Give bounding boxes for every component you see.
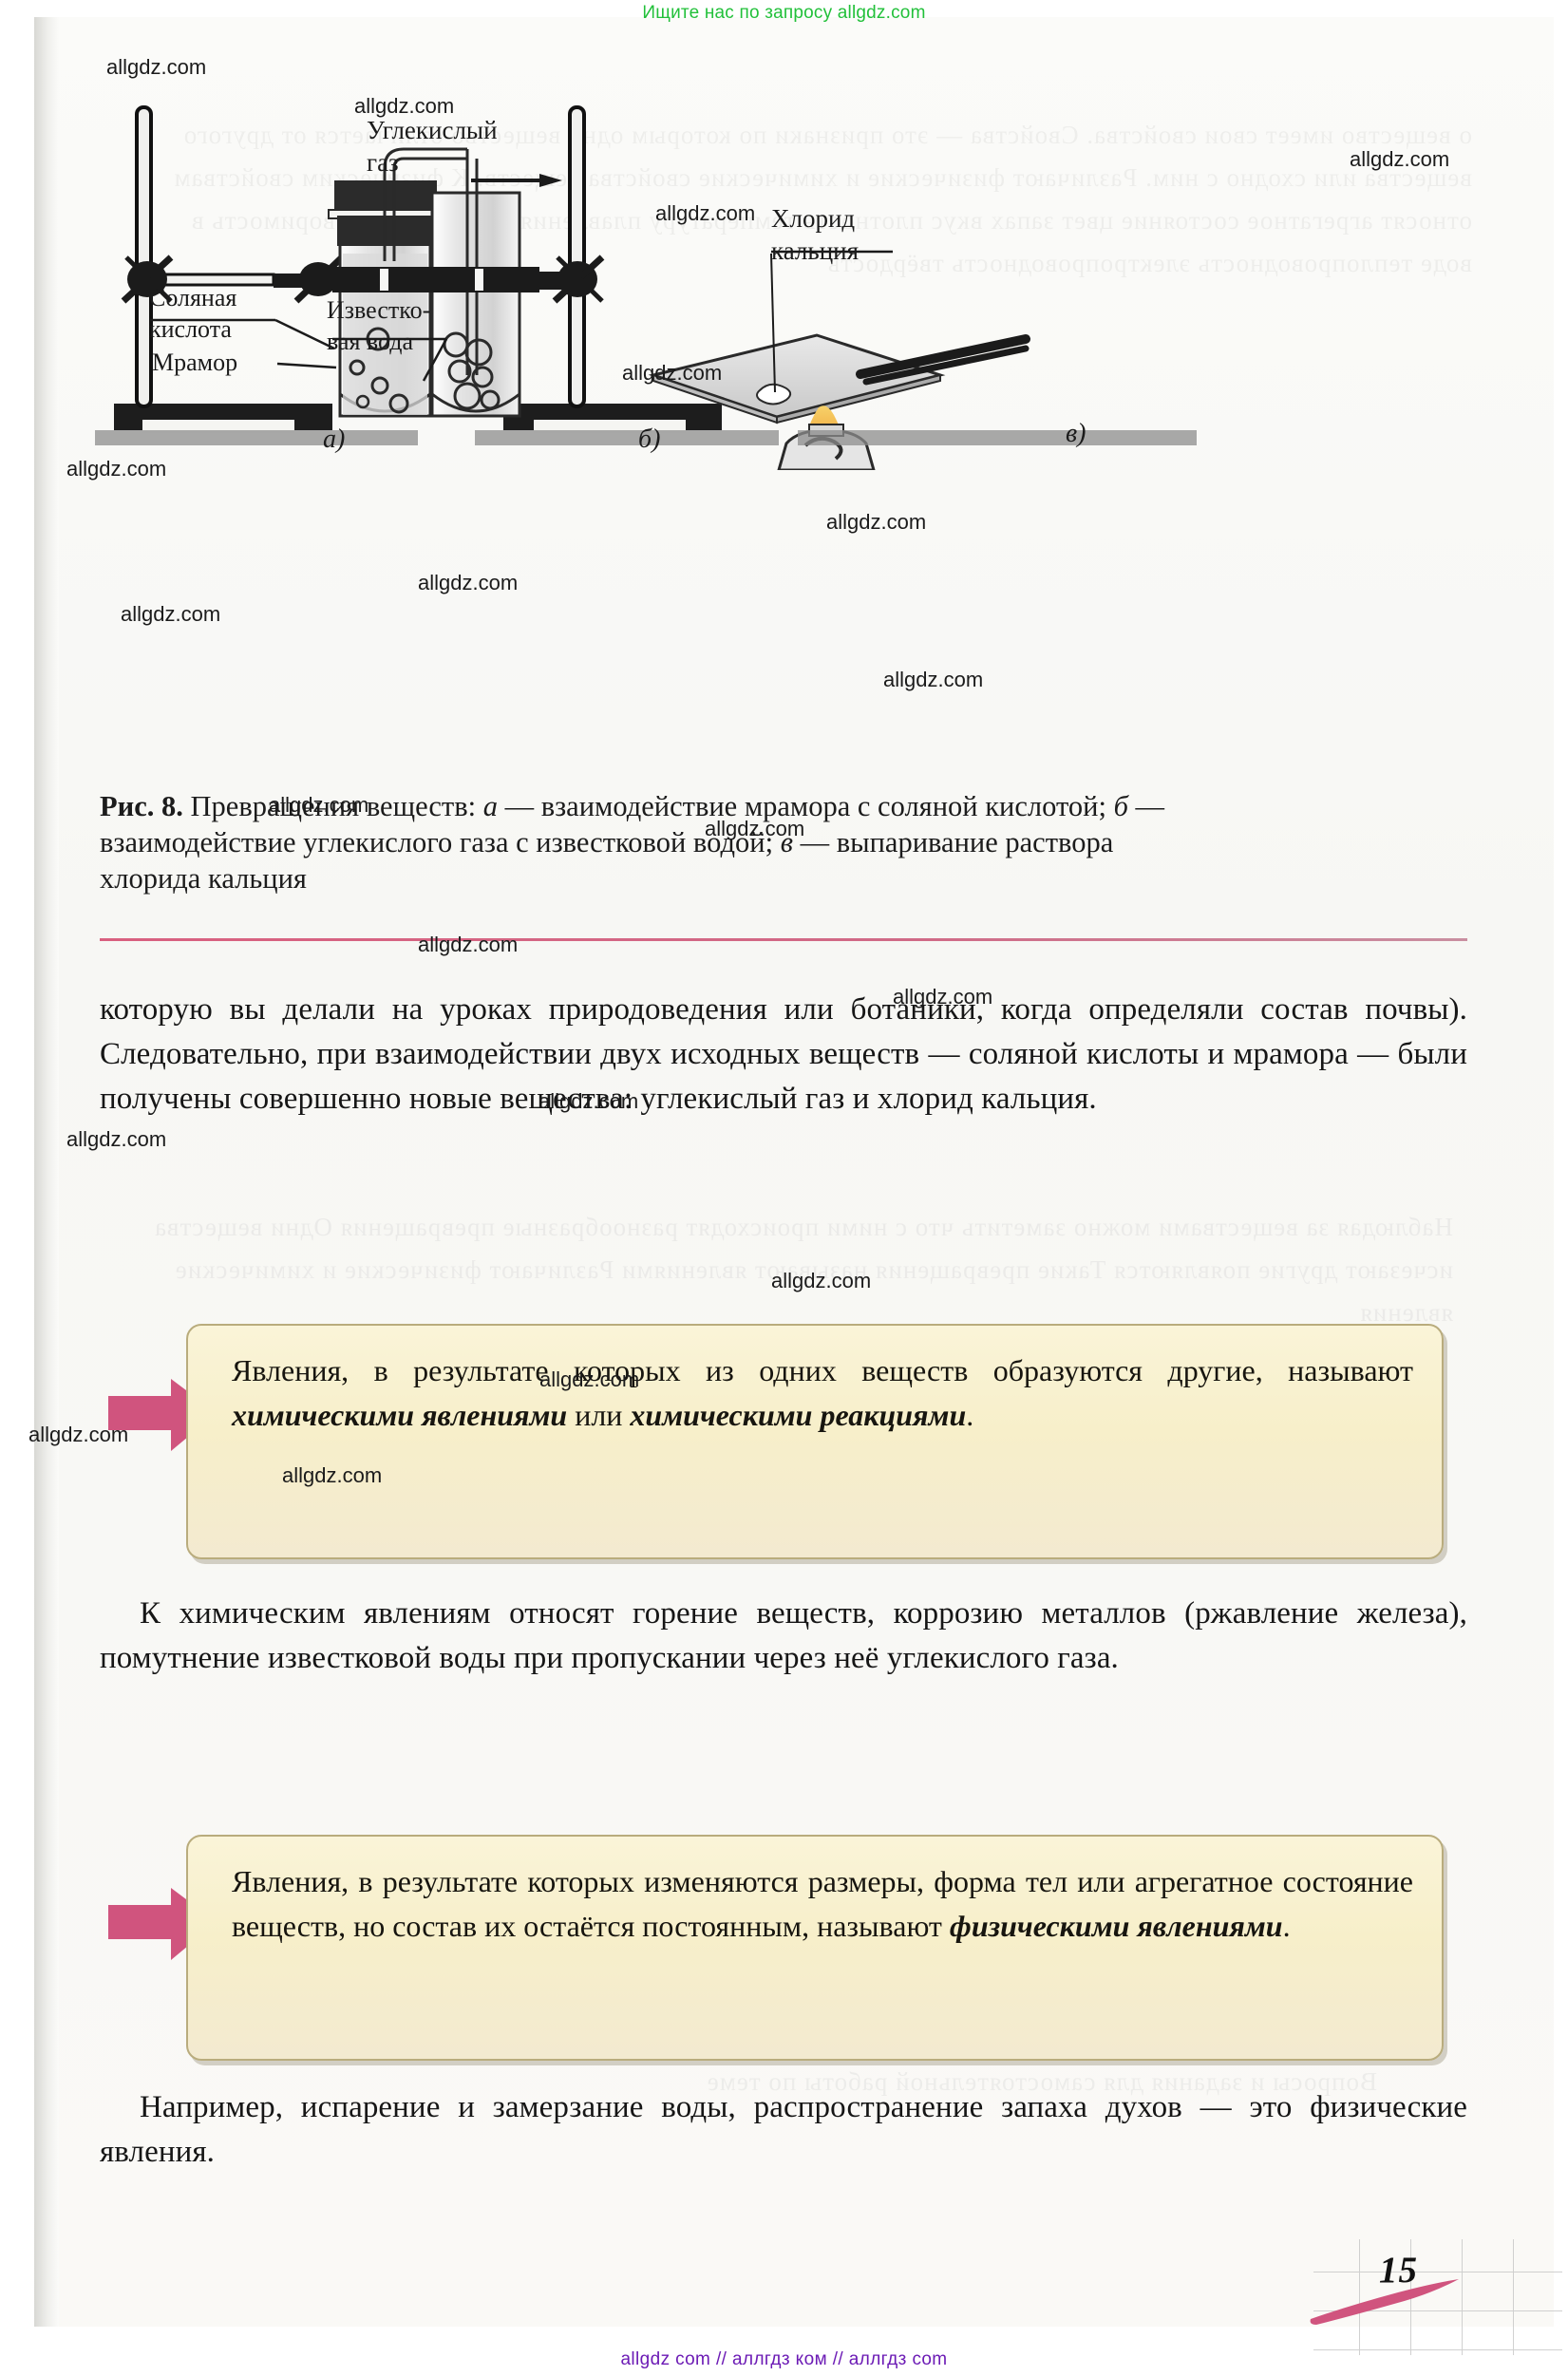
- part-label-b: б): [638, 424, 661, 454]
- definition-callout-chemical: Явления, в результате которых из одних в…: [186, 1324, 1444, 1559]
- apparatus-svg: [95, 105, 1197, 472]
- definition-callout-physical: Явления, в результате которых изменяются…: [186, 1835, 1444, 2061]
- caption-part-a: а: [482, 790, 498, 822]
- part-label-v: в): [1066, 419, 1086, 448]
- pink-swoosh-decoration: [1310, 2279, 1459, 2325]
- caption-text-1: Превращения веществ:: [182, 790, 483, 822]
- paragraph-chemical-examples: К химическим явлениям относят горение ве…: [100, 1596, 1467, 1675]
- label-hydrochloric-acid: Соляная кислота: [149, 284, 237, 343]
- definition-text-physical: Явления, в результате которых изменяются…: [232, 1859, 1413, 1949]
- paragraph-intro: которую вы делали на уроках природоведен…: [100, 992, 1467, 1116]
- callout1-lead: Явления, в результате которых из одних в…: [232, 1353, 1413, 1387]
- label-carbon-dioxide: Углекислый газ: [367, 116, 498, 177]
- section-divider-rule: [100, 938, 1467, 941]
- label-calcium-chloride: Хлорид кальция: [771, 204, 860, 265]
- bottom-promo-banner: allgdz com // аллгдз ком // аллгдз com: [620, 2349, 948, 2369]
- page-number-grid-decoration: [1313, 2239, 1562, 2355]
- paragraph-physical-examples: Например, испарение и замерзание воды, р…: [100, 2090, 1467, 2169]
- page-gutter-shadow: [34, 17, 59, 2327]
- label-limewater: Известко- вая вода: [327, 296, 431, 355]
- top-promo-banner: Ищите нас по запросу allgdz.com: [642, 3, 926, 23]
- caption-part-b: б: [1113, 790, 1128, 822]
- label-marble: Мрамор: [152, 349, 238, 376]
- caption-part-v: в: [780, 826, 793, 858]
- callout2-emphasis-1: физическими явлениями: [949, 1909, 1283, 1943]
- callout1-emphasis-1: химическими явлениями: [232, 1398, 568, 1432]
- page-number: 15: [1379, 2250, 1418, 2291]
- callout2-lead: Явления, в результате которых изменяются…: [232, 1864, 1413, 1943]
- caption-text-2: — взаимодействие мрамора с соляной кисло…: [497, 790, 1114, 822]
- definition-text-chemical: Явления, в результате которых из одних в…: [232, 1348, 1413, 1438]
- callout2-tail: .: [1282, 1909, 1291, 1943]
- figure-8-apparatus-diagram: Углекислый газ Хлорид кальция Соляная ки…: [95, 90, 1482, 472]
- part-label-a: а): [323, 424, 346, 454]
- callout1-tail: .: [966, 1398, 974, 1432]
- callout1-mid: или: [567, 1398, 631, 1432]
- caption-text-3: — взаимодействие углекислого газа с изве…: [100, 790, 1165, 858]
- caption-figure-number: Рис. 8.: [100, 790, 183, 822]
- callout1-emphasis-2: химическими реакциями: [630, 1398, 967, 1432]
- caption-text-4: — выпаривание раствора хлорида кальция: [100, 826, 1114, 895]
- figure-caption: Рис. 8. Превращения веществ: а — взаимод…: [100, 788, 1220, 896]
